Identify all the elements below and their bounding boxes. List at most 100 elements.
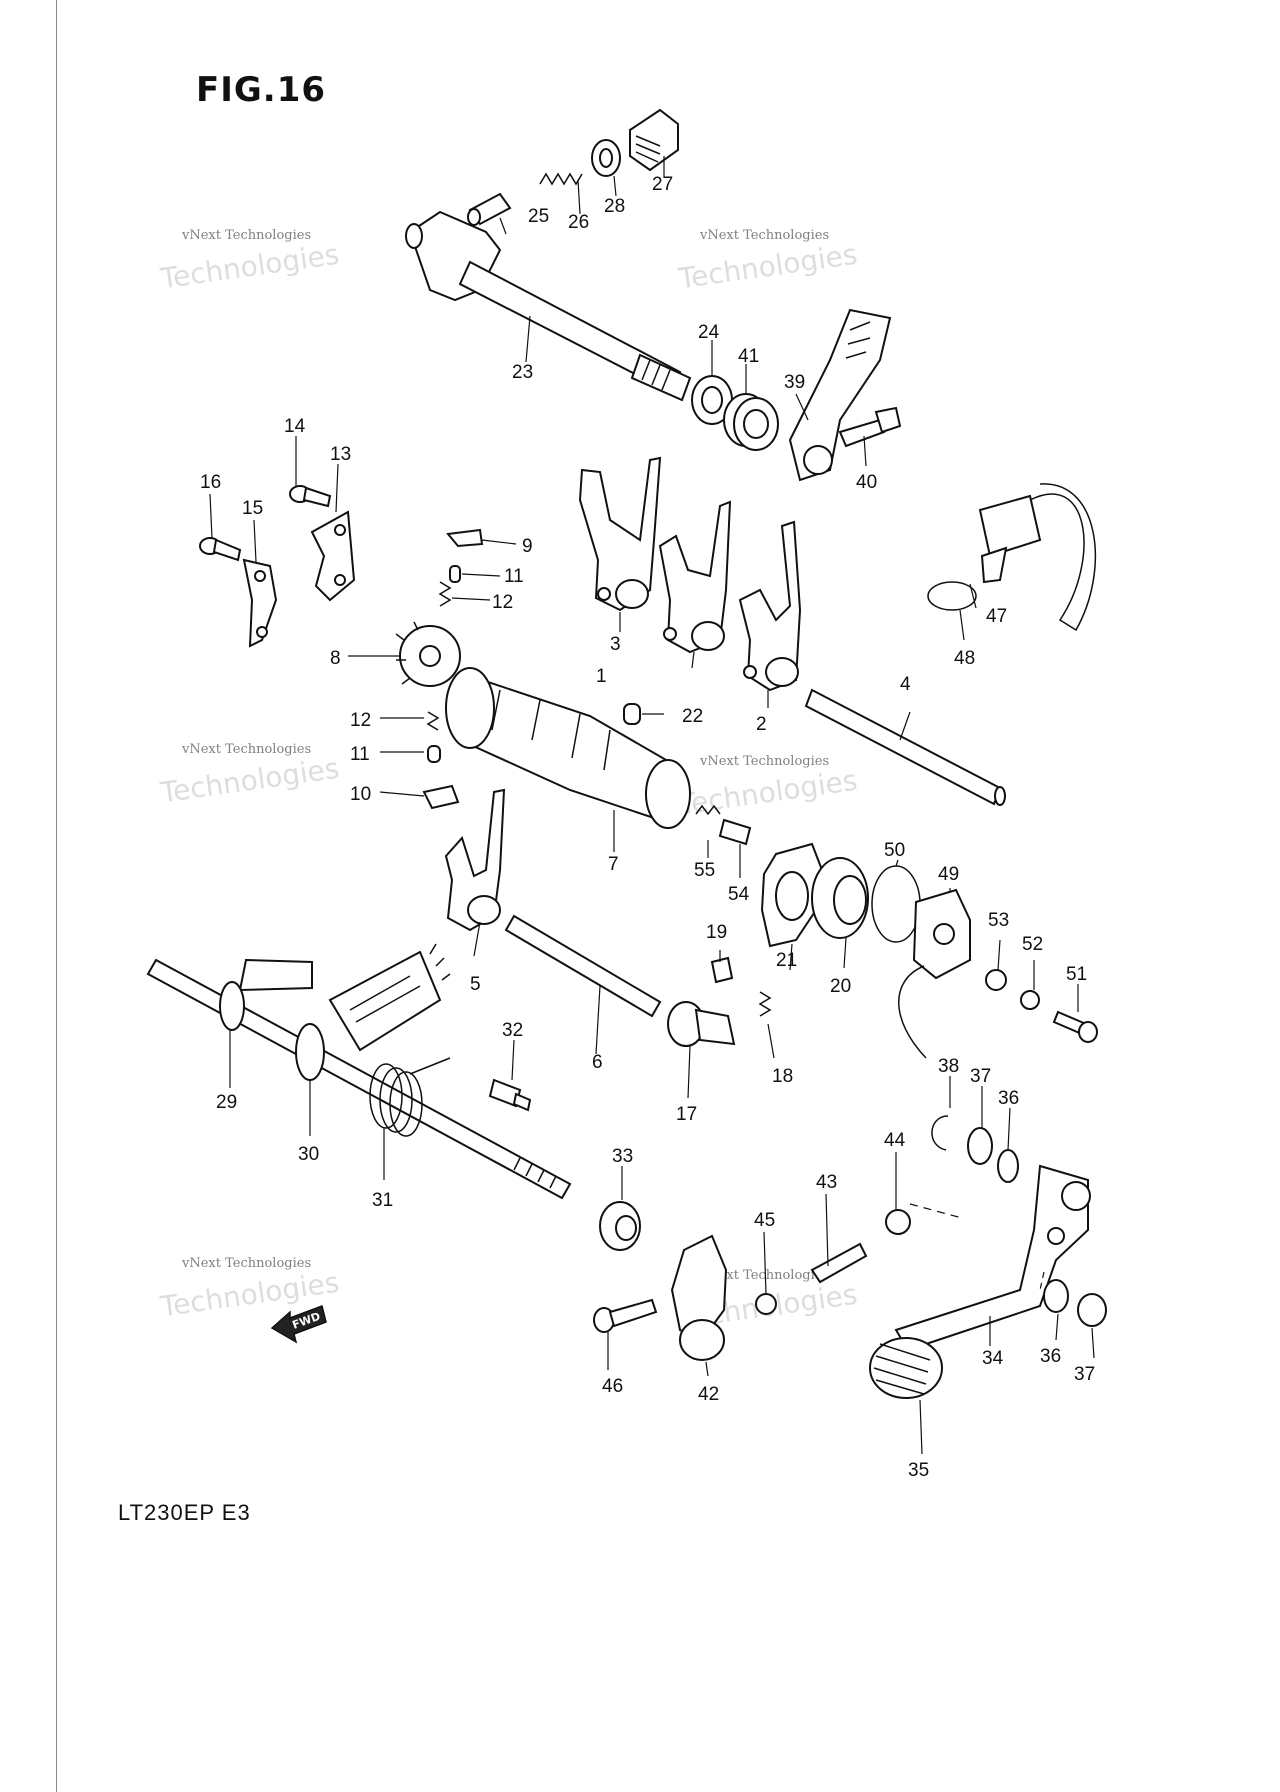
part-36-washer [997, 1149, 1019, 1183]
callout-11: 11 [504, 566, 524, 587]
part-27-bolt [629, 108, 679, 172]
callout-2: 2 [756, 714, 767, 735]
part-5-shift-fork [444, 788, 506, 932]
part-8-cam-gear [395, 621, 461, 687]
part-52-washer [1020, 990, 1040, 1010]
callout-34: 34 [982, 1348, 1004, 1369]
watermark-text: vNext Technologies [182, 742, 312, 757]
part-36-washer-lower [1043, 1279, 1069, 1313]
part-23-shaft [405, 210, 692, 402]
part-42-shift-lever [670, 1234, 728, 1361]
watermark-text: vNext Technologies [700, 228, 830, 243]
callout-32: 32 [502, 1020, 523, 1041]
callout-36-lower: 36 [1040, 1346, 1061, 1367]
callout-33: 33 [612, 1146, 633, 1167]
callout-41: 41 [738, 346, 759, 367]
callout-11-lower: 11 [350, 744, 370, 765]
callout-40: 40 [856, 472, 877, 493]
callout-35: 35 [908, 1460, 929, 1481]
leader-lines [209, 156, 1095, 1455]
watermark-text: vNext Technologies [700, 754, 830, 769]
callout-50: 50 [884, 840, 905, 861]
watermark-text: vNext Technologies [182, 228, 312, 243]
callout-29: 29 [216, 1092, 237, 1113]
part-32-bolt [488, 1078, 532, 1112]
part-41-oil-seal [723, 393, 779, 451]
part-35-pedal [869, 1337, 943, 1399]
part-43-bolt [810, 1242, 868, 1284]
part-3-shift-fork [578, 456, 662, 612]
part-28-washer [591, 139, 621, 177]
part-51-screw [1052, 1010, 1098, 1043]
part-26-spring [539, 172, 583, 186]
callout-46: 46 [602, 1376, 623, 1397]
callout-45: 45 [754, 1210, 775, 1231]
part-30-washer [295, 1023, 325, 1081]
part-33-oil-seal [599, 1201, 641, 1251]
model-code: LT230EP E3 [118, 1500, 251, 1525]
part-10-cam-stopper [422, 784, 460, 810]
part-16-screw [199, 537, 242, 562]
part-37-washer-lower [1077, 1293, 1107, 1327]
part-20-bearing [811, 857, 869, 939]
callout-55: 55 [694, 860, 715, 881]
callout-44: 44 [884, 1130, 906, 1151]
callout-30: 30 [298, 1144, 319, 1165]
part-11-pin [449, 565, 461, 583]
callout-22: 22 [682, 706, 703, 727]
callout-14: 14 [284, 416, 306, 437]
part-2-shift-fork [738, 520, 802, 692]
part-53-washer [985, 969, 1007, 991]
part-9-cam [446, 528, 484, 548]
callout-43: 43 [816, 1172, 837, 1193]
callout-31: 31 [372, 1190, 393, 1211]
callout-16: 16 [200, 472, 221, 493]
callout-17: 17 [676, 1104, 697, 1125]
part-1-shift-fork [658, 500, 732, 654]
part-39-stopper-lever [788, 308, 892, 482]
part-34-gearshift-lever [894, 1164, 1091, 1352]
part-29-washer [219, 981, 245, 1031]
callout-7: 7 [608, 854, 619, 875]
part-37-washer [967, 1127, 993, 1165]
watermark-text: vNext Technologies [182, 1256, 312, 1271]
part-25-pin [467, 192, 512, 226]
callout-4: 4 [900, 674, 911, 695]
callout-49: 49 [938, 864, 959, 885]
part-11-pin-lower [427, 745, 441, 763]
part-7-cam-drum [445, 667, 691, 829]
callout-5: 5 [470, 974, 481, 995]
callout-28: 28 [604, 196, 625, 217]
part-22-pin [623, 703, 641, 725]
part-38-e-clip [931, 1115, 949, 1151]
watermark-text: vNext Technologies [700, 1268, 830, 1283]
callout-3: 3 [610, 634, 621, 655]
part-46-bolt [593, 1298, 658, 1333]
part-47-neutral-switch [978, 483, 1097, 632]
callout-51: 51 [1066, 964, 1087, 985]
callout-23: 23 [512, 362, 533, 383]
callout-20: 20 [830, 976, 851, 997]
callout-38: 38 [938, 1056, 959, 1077]
part-14-screw [289, 485, 332, 508]
part-31-spring [369, 1057, 451, 1137]
part-31-shift-shaft [146, 943, 572, 1200]
callout-47: 47 [986, 606, 1007, 627]
callout-6: 6 [592, 1052, 603, 1073]
part-18-spring [758, 991, 772, 1017]
callout-37-lower: 37 [1074, 1364, 1095, 1385]
part-19-bolt [710, 956, 734, 984]
part-17-pawl-lifter [667, 1001, 736, 1047]
binder-margin-line [56, 0, 57, 1792]
callout-24: 24 [698, 322, 720, 343]
callout-53: 53 [988, 910, 1009, 931]
part-21-cam-plate [760, 842, 824, 948]
figure-title: FIG.16 [196, 70, 327, 110]
part-4-fork-shaft [804, 688, 1006, 806]
part-55-spring [695, 804, 721, 816]
callout-42: 42 [698, 1384, 719, 1405]
callout-12-lower: 12 [350, 710, 371, 731]
callout-18: 18 [772, 1066, 793, 1087]
callout-15: 15 [242, 498, 263, 519]
